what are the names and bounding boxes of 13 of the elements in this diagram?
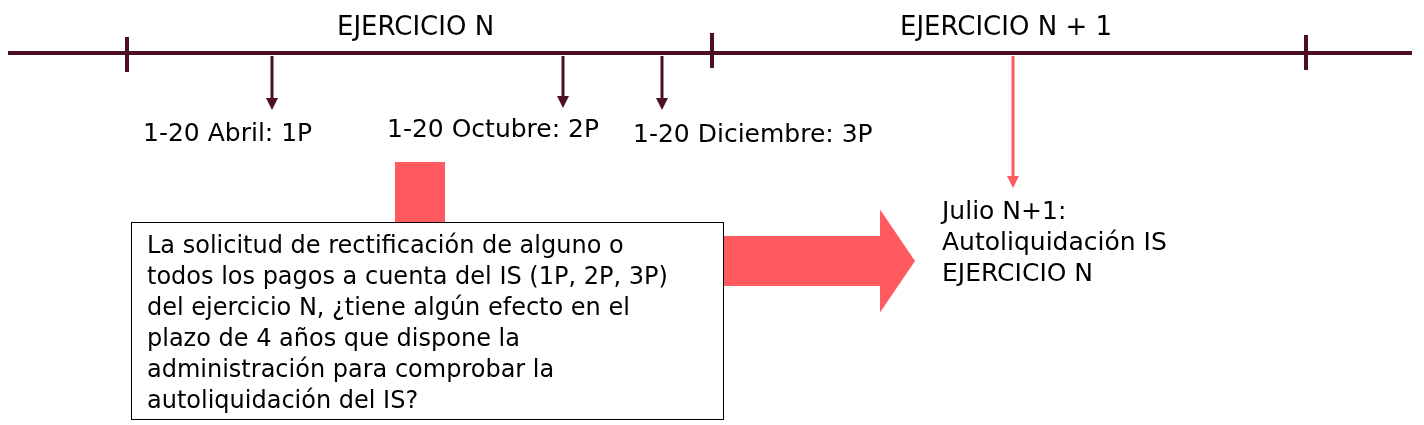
date-label: 1-20 Diciembre: 3P	[630, 110, 876, 150]
arrow	[557, 56, 569, 108]
arrow	[266, 56, 278, 110]
arrow	[1007, 56, 1019, 188]
square-marker	[395, 162, 445, 222]
date-label: 1-20 Abril: 1P	[140, 110, 316, 149]
arrow	[656, 56, 668, 110]
period-label: EJERCICIO N + 1	[900, 10, 1112, 42]
deadline-label: Julio N+1: Autoliquidación IS EJERCICIO N	[915, 188, 1215, 288]
question-box: La solicitud de rectificación de alguno o todos los pagos a cuenta del IS (1P, 2P, 3P) del ejercicio N, ¿tiene algún efecto en el plazo de 4 años que dispone la administración para comprobar la autoliquidación del IS?	[131, 222, 724, 420]
block-arrow	[724, 209, 915, 313]
date-label: 1-20 Octubre: 2P	[384, 108, 603, 145]
period-label: EJERCICIO N	[337, 10, 495, 42]
